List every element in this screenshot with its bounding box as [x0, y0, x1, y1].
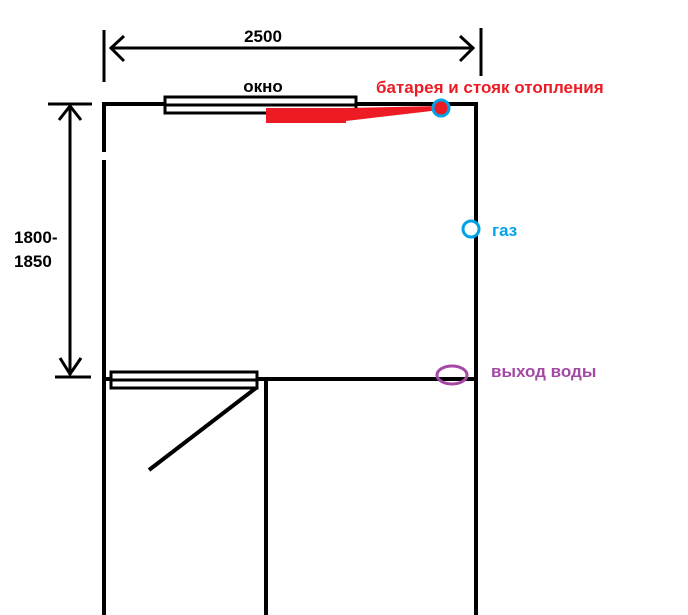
- water-outlet-icon: [435, 364, 469, 386]
- radiator: [266, 106, 440, 123]
- heating-riser-icon: [431, 98, 451, 118]
- door: [109, 370, 259, 472]
- height-label-line2: 1850: [14, 252, 52, 271]
- walls: [102, 102, 478, 615]
- height-dimension: [48, 102, 92, 379]
- width-dimension: [102, 28, 483, 82]
- height-label-line1: 1800-: [14, 228, 57, 247]
- width-label: 2500: [244, 27, 282, 46]
- gas-pipe-icon: [461, 219, 481, 239]
- window-label: окно: [243, 77, 283, 96]
- radiator-label: батарея и стояк отопления: [376, 78, 604, 97]
- water-outlet-label: выход воды: [491, 362, 596, 381]
- gas-label: газ: [492, 221, 517, 240]
